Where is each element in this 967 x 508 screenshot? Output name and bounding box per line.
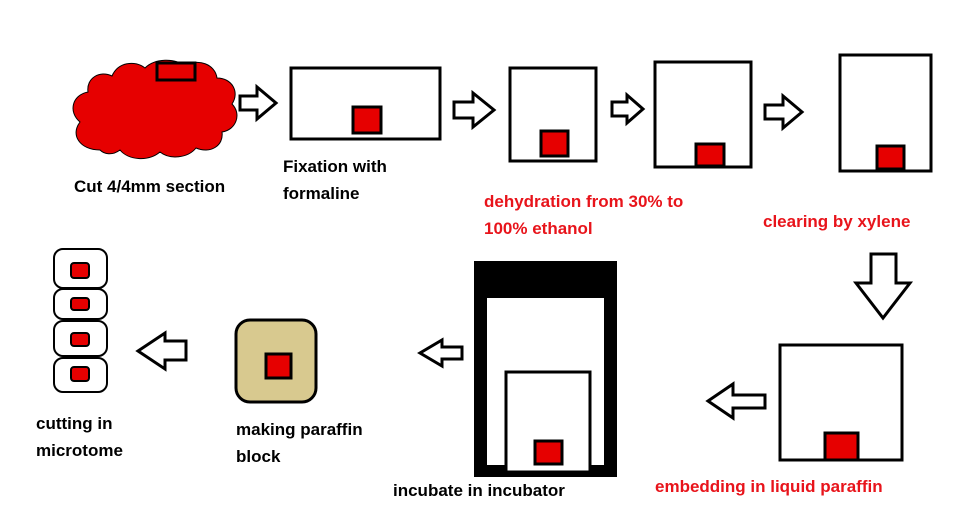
clearing-container-icon xyxy=(838,53,933,173)
arrow-right-icon xyxy=(763,92,805,132)
paraffin-block-icon xyxy=(234,318,318,404)
fixation-container-icon xyxy=(289,66,442,141)
dehydration-container-icon xyxy=(508,66,598,163)
microtome-sections-icon xyxy=(53,248,108,393)
label-paraffin-block: making paraffin block xyxy=(236,420,363,466)
label-incubate: incubate in incubator xyxy=(393,481,565,500)
label-clearing: clearing by xylene xyxy=(763,212,911,231)
incubator-icon xyxy=(474,261,617,477)
arrow-right-icon xyxy=(610,91,646,127)
label-microtome: cutting in microtome xyxy=(36,414,123,460)
label-embedding: embedding in liquid paraffin xyxy=(655,477,883,496)
arrow-left-icon xyxy=(135,330,188,372)
arrow-down-icon xyxy=(852,252,914,321)
label-cut-section: Cut 4/4mm section xyxy=(74,177,226,196)
arrow-left-icon xyxy=(705,381,767,421)
arrow-right-icon xyxy=(452,89,497,131)
label-dehydration: dehydration from 30% to 100% ethanol xyxy=(484,192,684,238)
embedding-container-icon xyxy=(778,343,904,462)
dehydration-container-icon xyxy=(653,60,753,169)
label-fixation: Fixation with formaline xyxy=(283,157,387,203)
tissue-blob-icon xyxy=(72,59,238,159)
arrow-right-icon xyxy=(238,83,279,123)
arrow-left-icon xyxy=(417,337,464,369)
